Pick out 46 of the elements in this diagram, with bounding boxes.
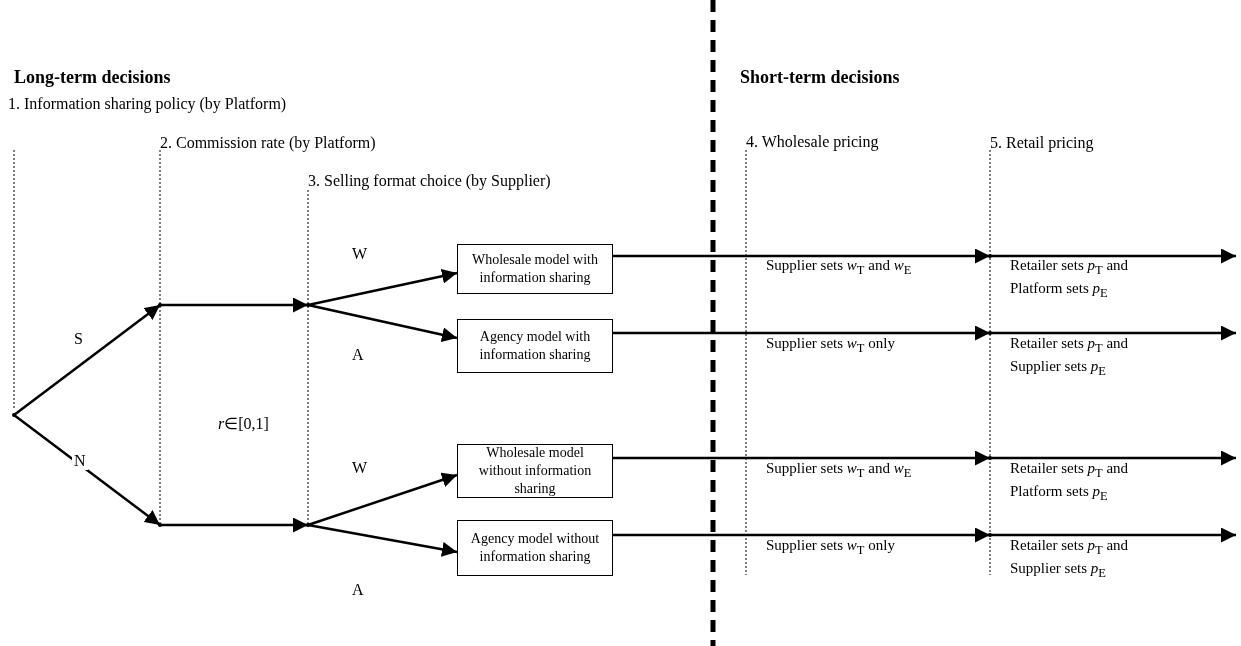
arrow — [307, 268, 458, 307]
section-heading: Long-term decisions — [14, 66, 171, 89]
branch-point — [988, 456, 992, 460]
model-box: Agency model with information sharing — [457, 319, 613, 373]
step-label: 2. Commission rate (by Platform) — [160, 133, 376, 153]
step-label: 5. Retail pricing — [990, 133, 1094, 153]
arrow — [613, 450, 990, 466]
action-text: Supplier sets w$_{T}$ only — [766, 536, 895, 559]
branch-point — [988, 533, 992, 537]
arrow — [13, 304, 161, 416]
branch-point — [988, 331, 992, 335]
arrow — [307, 472, 458, 527]
model-box: Wholesale model without information sharing — [457, 444, 613, 498]
arrow — [13, 414, 161, 526]
model-box: Agency model without information sharing — [457, 520, 613, 576]
branch-point — [306, 303, 310, 307]
step-label: 4. Wholesale pricing — [746, 132, 879, 152]
action-text: Supplier sets w$_{T}$ only — [766, 334, 895, 357]
edge-label: N — [72, 452, 88, 470]
action-text: Supplier sets w$_{T}$ and w$_{E}$ — [766, 256, 912, 279]
arrow — [160, 517, 308, 533]
arrow — [307, 523, 458, 557]
arrow — [613, 248, 990, 264]
action-text: Retailer sets p$_{T}$ and Platform sets p$_{E}$ — [1010, 256, 1130, 302]
arrow — [990, 248, 1236, 264]
arrow — [613, 325, 990, 341]
arrow — [990, 527, 1236, 543]
branch-point — [988, 254, 992, 258]
arrow — [990, 325, 1236, 341]
step-label: 1. Information sharing policy (by Platform) — [8, 94, 287, 114]
action-text: Retailer sets p$_{T}$ and Supplier sets p$_{E}$ — [1010, 334, 1130, 380]
branch-point — [158, 523, 162, 527]
branch-point — [158, 303, 162, 307]
model-box: Wholesale model with information sharing — [457, 244, 613, 294]
action-text: Supplier sets w$_{T}$ and w$_{E}$ — [766, 459, 912, 482]
branch-point — [12, 413, 16, 417]
arrow — [307, 303, 458, 343]
arrow — [990, 450, 1236, 466]
arrow — [160, 297, 308, 313]
branch-point — [306, 523, 310, 527]
action-text: Retailer sets p$_{T}$ and Supplier sets p$_{E}$ — [1010, 536, 1130, 582]
step-label: 3. Selling format choice (by Supplier) — [308, 171, 551, 191]
section-heading: Short-term decisions — [740, 66, 900, 89]
action-text: Retailer sets p$_{T}$ and Platform sets p$_{E}$ — [1010, 459, 1130, 505]
arrow — [613, 527, 990, 543]
parameter-label: r∈[0,1] — [218, 414, 269, 434]
